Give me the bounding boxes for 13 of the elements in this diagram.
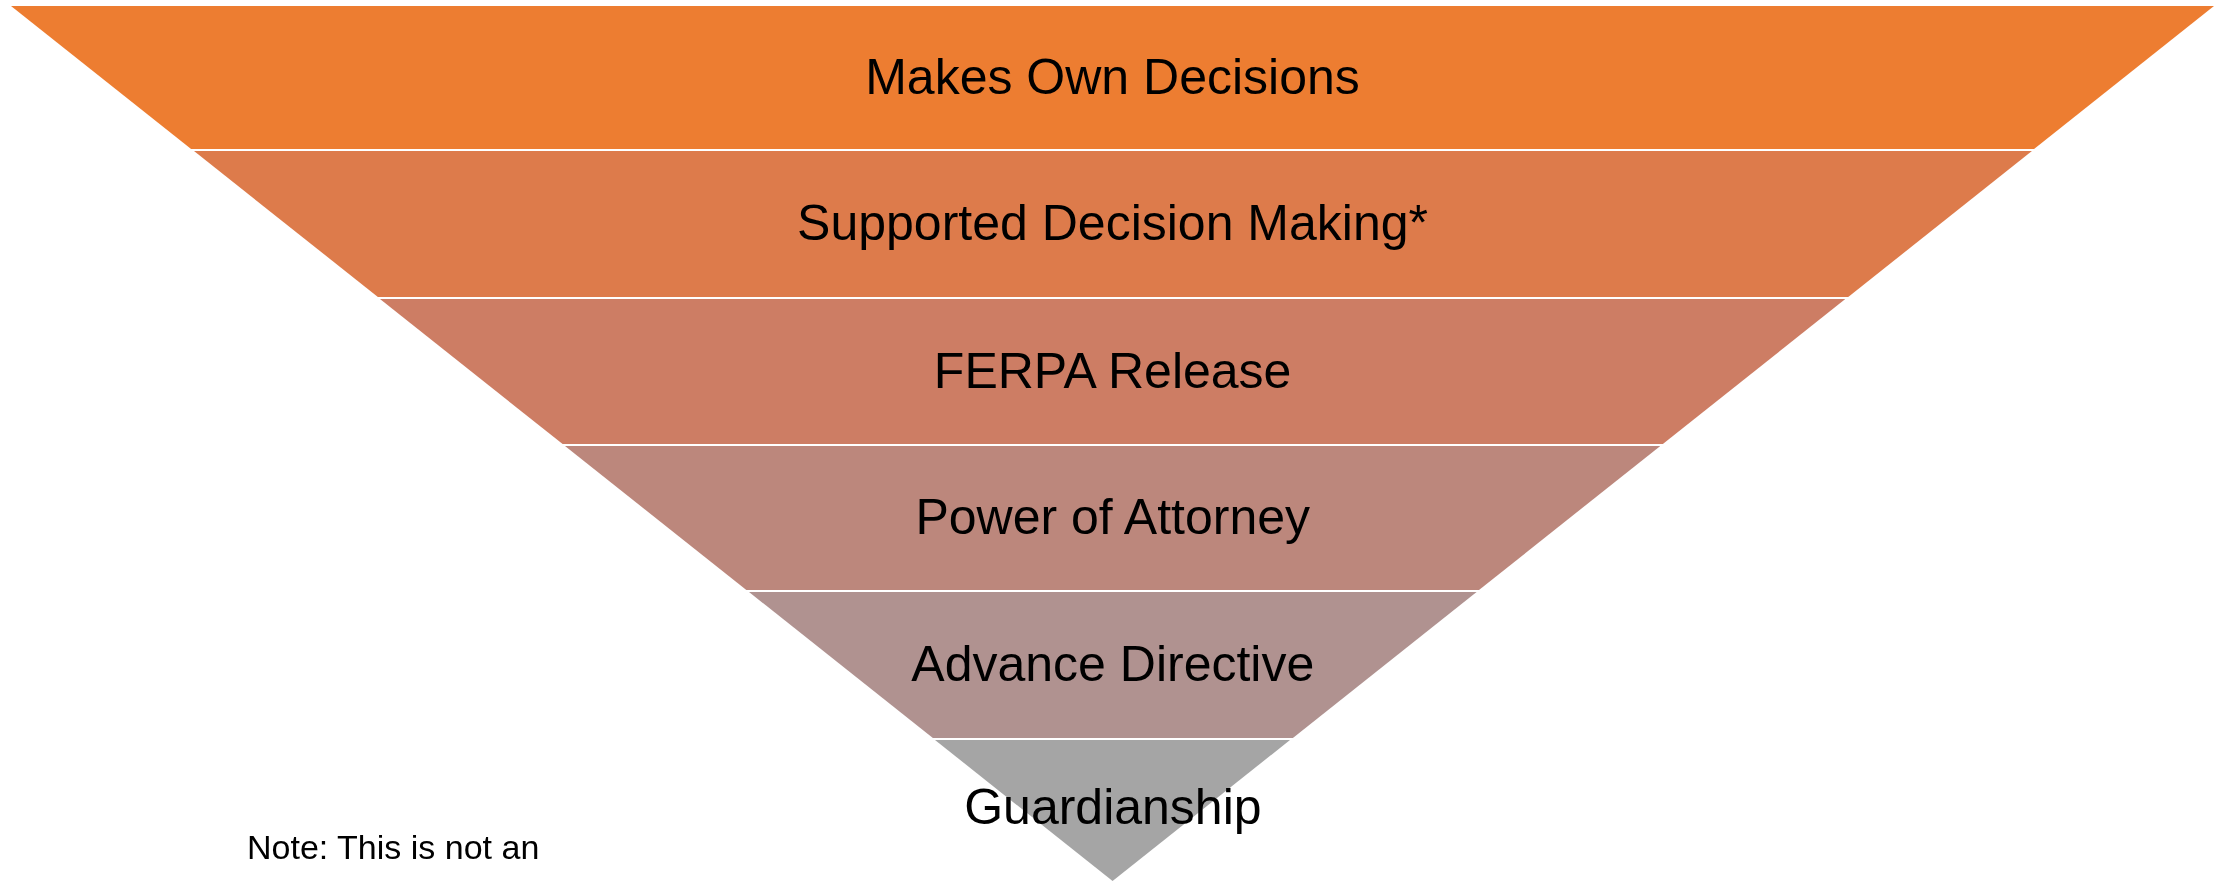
band-label: Supported Decision Making*: [797, 194, 1428, 252]
funnel-band: [11, 6, 2214, 149]
band-label: Advance Directive: [911, 635, 1315, 693]
funnel-band: [749, 592, 1477, 738]
funnel-band: [565, 446, 1661, 590]
funnel-band: [380, 299, 1846, 444]
band-label: Power of Attorney: [915, 488, 1311, 546]
band-label: Guardianship: [964, 778, 1262, 836]
note-text: Note: This is not an: [247, 828, 540, 867]
funnel-band: [935, 740, 1291, 881]
band-label: Makes Own Decisions: [865, 47, 1360, 106]
band-label: FERPA Release: [933, 341, 1292, 400]
funnel-band: [193, 151, 2032, 297]
